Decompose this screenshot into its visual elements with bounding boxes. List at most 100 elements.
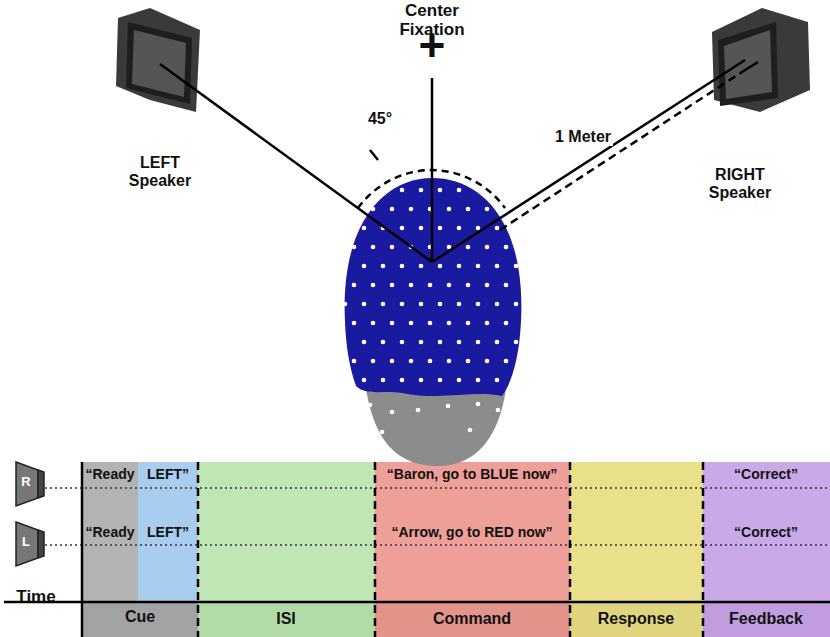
electrode-dot bbox=[457, 188, 462, 193]
electrode-dot bbox=[371, 359, 376, 364]
electrode-dot bbox=[495, 264, 500, 269]
electrode-dot bbox=[495, 302, 500, 307]
band-text: LEFT” bbox=[147, 466, 189, 482]
electrode-dot bbox=[476, 264, 481, 269]
electrode-dot bbox=[381, 302, 386, 307]
electrode-dot bbox=[419, 188, 424, 193]
electrode-dot bbox=[362, 340, 367, 345]
band-text: “Arrow, go to RED now” bbox=[391, 524, 552, 540]
electrode-dot bbox=[371, 245, 376, 250]
speaker-label-box: RIGHT Speaker bbox=[685, 162, 795, 212]
electrode-dot bbox=[362, 264, 367, 269]
electrode-dot bbox=[495, 340, 500, 345]
electrode-dot bbox=[362, 378, 367, 383]
label: Cue bbox=[125, 608, 155, 626]
phase-divider bbox=[197, 462, 200, 637]
electrode-dot bbox=[438, 340, 443, 345]
electrode-dot bbox=[419, 226, 424, 231]
label: 1 Meter bbox=[553, 128, 613, 146]
electrode-dot bbox=[409, 283, 414, 288]
electrode-dot bbox=[457, 226, 462, 231]
time-band-strip bbox=[198, 602, 375, 637]
electrode-dot bbox=[466, 207, 471, 212]
electrode-dot bbox=[381, 378, 386, 383]
electrode-dot bbox=[485, 245, 490, 250]
left-speaker-icon bbox=[116, 8, 200, 112]
phase-band: “Baron, go to BLUE now” “Arrow, go to RED… bbox=[375, 462, 570, 637]
electrode-dot bbox=[466, 359, 471, 364]
electrode-dot bbox=[428, 359, 433, 364]
electrode-dot bbox=[428, 283, 433, 288]
electrode-dot bbox=[400, 302, 405, 307]
phase-divider bbox=[702, 462, 705, 637]
right-speaker-icon bbox=[712, 8, 810, 112]
band-text: Feedback bbox=[729, 610, 803, 628]
electrode-dot bbox=[371, 283, 376, 288]
electrode-dot bbox=[419, 264, 424, 269]
phase-divider bbox=[374, 462, 377, 637]
electrode-dot bbox=[496, 408, 501, 413]
electrode-dot bbox=[419, 378, 424, 383]
electrode-dot bbox=[504, 359, 509, 364]
electrode-dot bbox=[438, 378, 443, 383]
band-text: Command bbox=[433, 610, 511, 628]
electrode-dot bbox=[468, 428, 473, 433]
electrode-dot bbox=[381, 264, 386, 269]
electrode-dot bbox=[447, 321, 452, 326]
electrode-dot bbox=[466, 245, 471, 250]
electrode-dot bbox=[514, 264, 519, 269]
electrode-dot bbox=[390, 245, 395, 250]
electrode-dot bbox=[504, 283, 509, 288]
electrode-dot bbox=[400, 340, 405, 345]
electrode-dot bbox=[476, 226, 481, 231]
electrode-dot bbox=[438, 188, 443, 193]
electrode-dot bbox=[438, 226, 443, 231]
electrode-dot bbox=[416, 408, 421, 413]
electrode-dot bbox=[476, 302, 481, 307]
speaker-icon: R bbox=[14, 458, 46, 510]
speaker-body bbox=[16, 462, 38, 506]
electrode-dot bbox=[457, 340, 462, 345]
electrode-dot bbox=[409, 207, 414, 212]
speaker-icon: L bbox=[14, 518, 46, 570]
electrode-dot bbox=[446, 404, 451, 409]
time-start bbox=[81, 462, 84, 637]
electrode-dot bbox=[495, 378, 500, 383]
electrode-dot bbox=[504, 321, 509, 326]
band-text: “Ready bbox=[85, 524, 134, 540]
band-text: “Baron, go to BLUE now” bbox=[387, 466, 557, 482]
electrode-dot bbox=[438, 302, 443, 307]
label: Time bbox=[16, 588, 55, 607]
speaker-label: RIGHT Speaker bbox=[690, 166, 790, 203]
electrode-dot bbox=[400, 264, 405, 269]
electrode-dot bbox=[504, 245, 509, 250]
electrode-dot bbox=[352, 245, 357, 250]
electrode-dot bbox=[476, 340, 481, 345]
electrode-dot bbox=[476, 378, 481, 383]
electrode-dot bbox=[390, 410, 395, 415]
electrode-dot bbox=[419, 340, 424, 345]
time-band-strip bbox=[570, 602, 703, 637]
electrode-dot bbox=[419, 302, 424, 307]
electrode-dot bbox=[400, 378, 405, 383]
speaker-letter: R bbox=[21, 475, 30, 490]
speaker-body bbox=[16, 522, 38, 566]
electrode-dot bbox=[409, 359, 414, 364]
band-text: ISI bbox=[276, 610, 296, 628]
phase-divider bbox=[569, 462, 572, 637]
electrode-dot bbox=[371, 321, 376, 326]
electrode-dot bbox=[447, 283, 452, 288]
time-axis bbox=[4, 601, 830, 604]
electrode-dot bbox=[447, 207, 452, 212]
phase-band: “Correct”“Correct”Feedback bbox=[703, 462, 830, 637]
speaker-glyph bbox=[14, 518, 46, 570]
electrode-dot bbox=[514, 340, 519, 345]
electrode-dot bbox=[390, 207, 395, 212]
phase-band: ISI bbox=[198, 462, 375, 637]
electrode-dot bbox=[409, 321, 414, 326]
speaker-letter: L bbox=[22, 535, 30, 550]
electrode-dot bbox=[457, 264, 462, 269]
electrode-dot bbox=[438, 264, 443, 269]
electrode-dot bbox=[343, 302, 348, 307]
